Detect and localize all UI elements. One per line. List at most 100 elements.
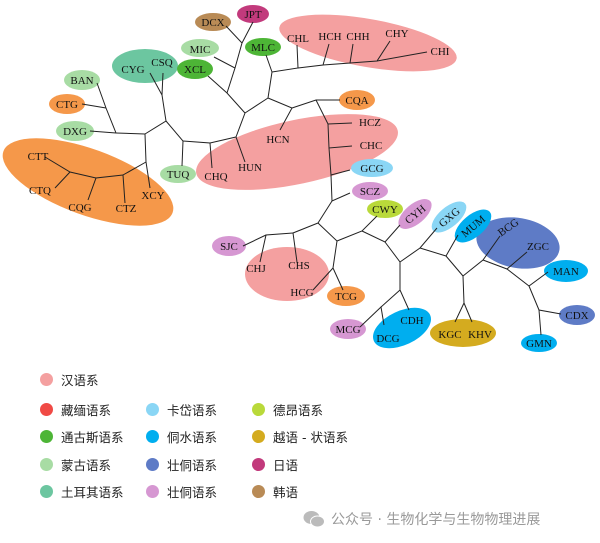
legend-swatch — [40, 458, 53, 471]
tree-branch — [115, 132, 146, 135]
leaf-label-dxg: DXG — [63, 126, 87, 138]
leaf-label-gmn: GMN — [526, 338, 552, 350]
tree-branch — [528, 285, 562, 315]
leaf-label-mic: MIC — [190, 44, 211, 56]
tree-branch — [361, 224, 401, 243]
leaf-highlight — [454, 209, 492, 243]
clade-highlight — [430, 319, 496, 347]
leaf-label-tcg: TCG — [335, 291, 357, 303]
tree-branch — [330, 174, 351, 202]
legend-item: 壮侗语系 — [146, 482, 217, 501]
leaf-highlight — [237, 5, 269, 23]
leaf-label-chj: CHJ — [246, 263, 266, 275]
leaf-label-hch: HCH — [318, 31, 341, 43]
leaf-highlight — [49, 94, 85, 114]
legend-swatch — [146, 458, 159, 471]
leaf-label-chy: CHY — [385, 28, 408, 40]
legend-item: 蒙古语系 — [40, 455, 111, 474]
legend-label: 通古斯语系 — [61, 430, 124, 445]
leaf-highlight — [521, 334, 557, 352]
tree-branch — [207, 75, 246, 138]
leaf-label-cyg: CYG — [121, 64, 144, 76]
tree-branch — [144, 72, 167, 135]
legend-item: 藏缅语系 — [40, 400, 111, 419]
leaf-highlight — [327, 286, 365, 306]
leaf-label-dcx: DCX — [201, 17, 224, 29]
tree-branch — [291, 99, 340, 109]
clade-highlight — [245, 247, 329, 301]
legend-item: 德昂语系 — [252, 400, 323, 419]
tree-branch — [336, 215, 378, 242]
legend-swatch — [40, 430, 53, 443]
leaf-label-jpt: JPT — [244, 9, 261, 21]
legend-item: 日语 — [252, 455, 298, 474]
leaf-label-ctq: CTQ — [29, 185, 51, 197]
tree-branch — [332, 267, 344, 291]
legend-swatch — [40, 403, 53, 416]
clade-highlight — [2, 138, 174, 226]
legend-label: 侗水语系 — [167, 430, 218, 445]
legend-item: 卡岱语系 — [146, 400, 217, 419]
legend-swatch — [146, 403, 159, 416]
legend-label: 藏缅语系 — [61, 403, 112, 418]
leaf-highlight — [245, 38, 281, 56]
clade-highlight — [279, 14, 457, 72]
legend-item: 汉语系 — [40, 370, 99, 389]
clade-highlight — [196, 114, 398, 190]
leaf-label-cdx: CDX — [565, 310, 588, 322]
leaf-label-kgc: KGC — [438, 329, 461, 341]
tree-branch — [54, 171, 71, 189]
leaf-label-csq: CSQ — [151, 57, 172, 69]
tree-branch — [244, 54, 273, 114]
tree-branch — [242, 234, 267, 247]
leaf-label-dcg: DCG — [376, 333, 399, 345]
legend-item: 土耳其语系 — [40, 482, 124, 501]
legend-item: 通古斯语系 — [40, 427, 124, 446]
clade-highlight — [476, 217, 560, 269]
legend-label: 壮侗语系 — [167, 485, 218, 500]
legend-label: 汉语系 — [61, 373, 99, 388]
leaf-label-mcg: MCG — [335, 324, 360, 336]
tree-branch — [359, 306, 382, 328]
leaf-label-cqa: CQA — [345, 95, 368, 107]
tree-branch — [89, 130, 117, 134]
leaf-highlight — [212, 236, 246, 256]
legend-label: 蒙古语系 — [61, 458, 112, 473]
leaf-highlight — [367, 200, 403, 218]
tree-branch — [81, 103, 107, 109]
leaf-highlight — [181, 39, 219, 57]
tree-branch — [312, 222, 338, 291]
leaf-label-cdh: CDH — [400, 315, 423, 327]
leaf-highlight — [352, 182, 388, 200]
tree-branch — [149, 72, 163, 96]
legend-item: 壮侗语系 — [146, 455, 217, 474]
wechat-icon — [303, 511, 325, 528]
leaf-label-chh: CHH — [346, 31, 369, 43]
leaf-highlight — [544, 260, 588, 282]
tree-branch — [165, 120, 184, 167]
leaf-highlight — [339, 90, 375, 110]
leaf-label-hcz: HCZ — [359, 117, 381, 129]
leaf-label-hcn: HCN — [266, 134, 289, 146]
leaf-label-chi: CHI — [431, 46, 450, 58]
legend-item: 韩语 — [252, 482, 298, 501]
leaf-label-hun: HUN — [238, 162, 262, 174]
legend-swatch — [146, 430, 159, 443]
leaf-label-khv: KHV — [468, 329, 492, 341]
tree-branch — [241, 21, 254, 44]
legend-swatch — [252, 458, 265, 471]
legend-label: 土耳其语系 — [61, 485, 124, 500]
leaf-highlight — [64, 70, 100, 90]
leaf-label-chq: CHQ — [204, 171, 227, 183]
legend-label: 越语 - 状语系 — [273, 430, 348, 445]
legend-label: 卡岱语系 — [167, 403, 218, 418]
tree-branch — [317, 200, 333, 224]
leaf-highlight — [160, 165, 196, 183]
legend-label: 日语 — [273, 458, 299, 473]
leaf-label-chl: CHL — [287, 33, 309, 45]
leaf-label-ctz: CTZ — [116, 203, 137, 215]
leaf-highlight — [398, 199, 432, 229]
tree-branch — [96, 82, 117, 134]
leaf-label-man: MAN — [553, 266, 579, 278]
leaf-label-cqg: CQG — [68, 202, 91, 214]
